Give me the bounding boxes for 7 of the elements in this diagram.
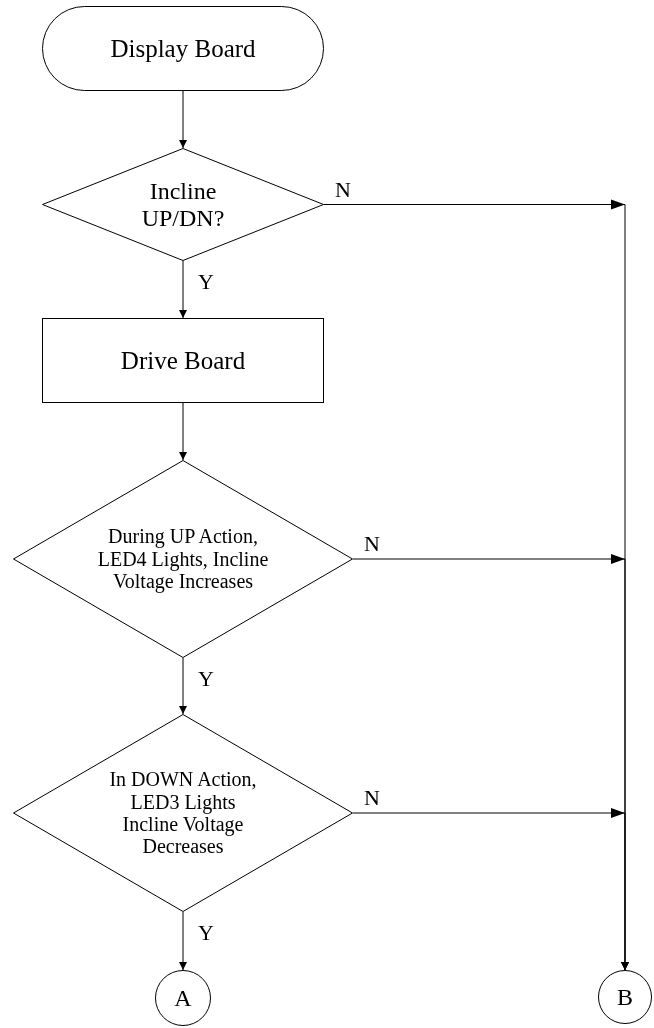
node-label: B — [617, 983, 633, 1011]
node-label: A — [174, 984, 192, 1012]
node-label: Display Board — [110, 34, 256, 63]
node-label: During UP Action, LED4 Lights, Incline Voltage Increases — [96, 525, 270, 593]
node-label: Drive Board — [120, 346, 246, 375]
node-label: Incline UP/DN? — [140, 177, 226, 232]
node-label: In DOWN Action, LED3 Lights Incline Voltage Decreases — [108, 768, 258, 858]
